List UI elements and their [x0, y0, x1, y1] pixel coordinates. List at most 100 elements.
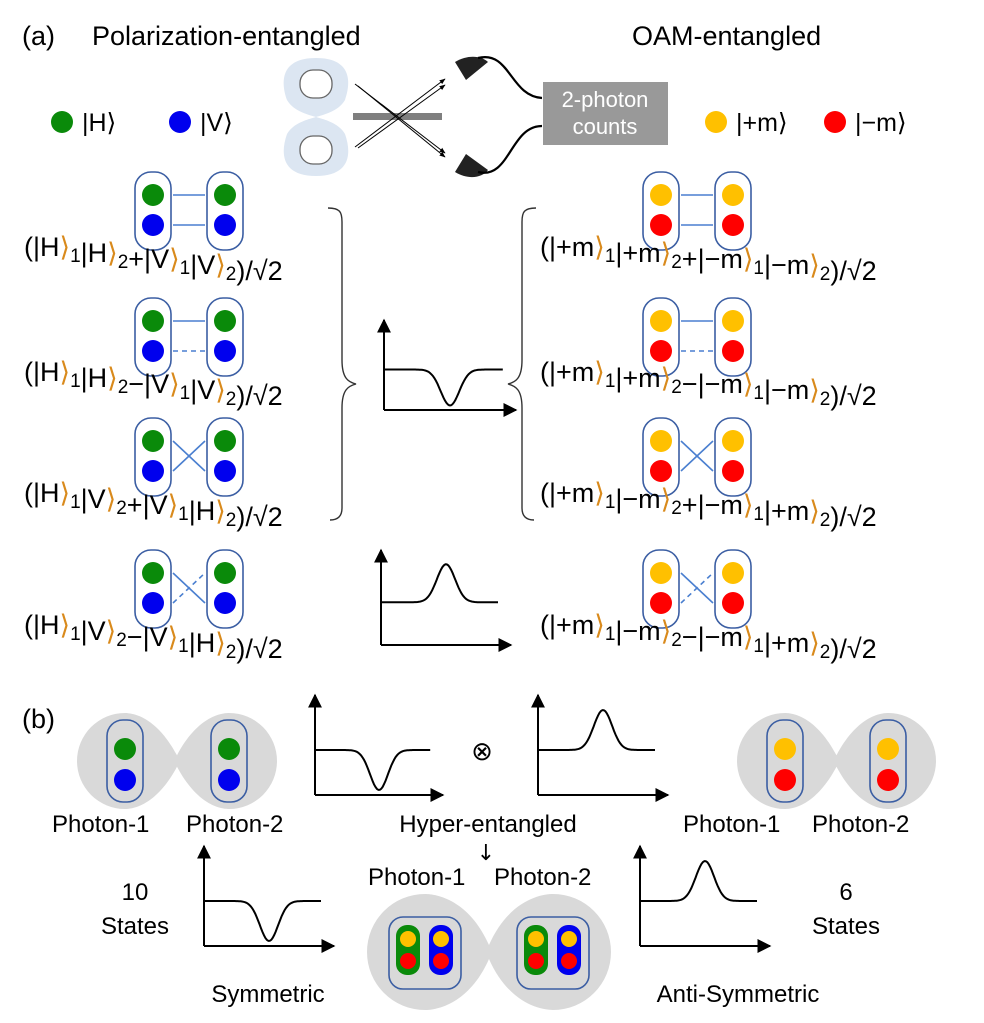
polarization-title: Polarization-entangled	[92, 21, 361, 51]
photon-1-bottom-dot	[142, 214, 164, 236]
peak-curve	[538, 709, 655, 751]
photon-1-capsule	[134, 297, 172, 377]
photon-2-capsule	[206, 549, 244, 629]
photon-1-bottom-dot	[142, 340, 164, 362]
photon-2-capsule	[714, 297, 752, 377]
antisymmetric-peak-graph	[374, 548, 513, 652]
b-dip-graph	[308, 693, 445, 802]
polarization-photon-pair	[77, 713, 277, 809]
legend-left: |H⟩ |V⟩	[51, 109, 233, 137]
state-icon	[642, 297, 752, 377]
photon-1-top-dot	[650, 310, 672, 332]
photon-2-capsule	[714, 417, 752, 497]
photon-pair-blob	[367, 894, 611, 1010]
minus-m-dot	[433, 953, 449, 969]
photon-1-bottom-dot	[142, 460, 164, 482]
photon-2-bottom-dot	[722, 592, 744, 614]
hyper-photon-2-label: Photon-2	[494, 864, 591, 891]
photon-2-bottom-dot	[214, 214, 236, 236]
b-peak-graph	[531, 693, 670, 802]
crystal-bottom-icon	[299, 135, 333, 165]
photon-2-top-dot	[722, 430, 744, 452]
minus-m-dot	[400, 953, 416, 969]
plus-m-dot	[561, 931, 577, 947]
source-setup: 2-photon counts	[283, 55, 668, 178]
state-icon	[134, 417, 244, 497]
photon-2-capsule	[869, 719, 907, 803]
antisymmetric-graph	[633, 844, 772, 953]
state-icon	[134, 549, 244, 629]
dip-curve	[204, 900, 321, 942]
photon-2-top-dot	[214, 310, 236, 332]
photon-1-top-dot	[650, 430, 672, 452]
h-dot-icon	[51, 111, 73, 133]
photon-1-capsule	[642, 549, 680, 629]
photon-2-bottom-dot	[722, 460, 744, 482]
photon-2-capsule	[714, 171, 752, 251]
link-cross-2-dashed	[680, 572, 714, 604]
photon-1-bottom-dot	[650, 592, 672, 614]
photon-2-top-dot	[722, 310, 744, 332]
photon-2-top-dot	[722, 184, 744, 206]
photon-1-bottom-dot	[650, 340, 672, 362]
photon-2-capsule	[714, 549, 752, 629]
plus-m-dot	[528, 931, 544, 947]
photon-1-top-dot	[142, 562, 164, 584]
photon-2-bottom-dot	[214, 592, 236, 614]
photon-1-capsule	[134, 417, 172, 497]
v-dot-icon	[169, 111, 191, 133]
photon-1-top-dot	[142, 310, 164, 332]
bottom-dot	[877, 769, 899, 791]
photon-2-outer-capsule	[516, 916, 590, 990]
photon-2-top-dot	[214, 430, 236, 452]
hyper-photon-1-label: Photon-1	[368, 864, 465, 891]
minus-m-dot	[528, 953, 544, 969]
anti-states-label: States	[812, 913, 880, 940]
oam-photon-1-label: Photon-1	[683, 811, 780, 838]
photon-1-bottom-dot	[650, 460, 672, 482]
pol-state-equation: (|H⟩1|V⟩2−|V⟩1|H⟩2)/√2	[24, 610, 283, 664]
top-dot	[114, 738, 136, 760]
link-cross-2	[172, 440, 206, 472]
photon-2-top-dot	[722, 562, 744, 584]
top-dot	[774, 738, 796, 760]
photon-1-top-dot	[650, 562, 672, 584]
photon-2-top-dot	[214, 562, 236, 584]
panel-b-label: (b)	[22, 704, 55, 734]
symmetric-label: Symmetric	[211, 981, 324, 1008]
plus-m-dot	[433, 931, 449, 947]
state-icon	[134, 297, 244, 377]
plus-m-dot	[400, 931, 416, 947]
link-cross-2	[680, 440, 714, 472]
down-arrow-icon: ↓	[477, 841, 495, 866]
photon-1-top-dot	[650, 184, 672, 206]
legend-h: |H⟩	[82, 109, 116, 137]
photon-2-bottom-dot	[722, 340, 744, 362]
sym-states-label: States	[101, 913, 169, 940]
photon-1-capsule	[134, 549, 172, 629]
crystal-top-icon	[299, 69, 333, 99]
legend-plus-m: |+m⟩	[736, 109, 788, 137]
legend-right: |+m⟩ |−m⟩	[705, 109, 907, 137]
photon-2-capsule	[206, 297, 244, 377]
state-icon	[134, 171, 244, 251]
pol-state-equation: (|H⟩1|H⟩2−|V⟩1|V⟩2)/√2	[24, 357, 283, 411]
oam-state-equation: (|+m⟩1|−m⟩2−|−m⟩1|+m⟩2)/√2	[540, 610, 877, 664]
photon-1-capsule	[766, 719, 804, 803]
photon-1-top-dot	[142, 430, 164, 452]
dip-curve	[315, 749, 431, 791]
minus-m-dot-icon	[824, 111, 846, 133]
legend-minus-m: |−m⟩	[855, 109, 907, 137]
detector-top-icon	[455, 56, 488, 80]
sym-count: 10	[122, 879, 149, 906]
brace-right-symmetric	[507, 207, 537, 521]
photon-2-bottom-dot	[214, 340, 236, 362]
oam-photon-2-label: Photon-2	[812, 811, 909, 838]
box-line-2: counts	[573, 114, 638, 139]
oam-photon-pair	[737, 713, 936, 809]
minus-m-dot	[561, 953, 577, 969]
symmetric-graph	[197, 844, 336, 953]
photon-1-capsule	[642, 297, 680, 377]
photon-2-top-dot	[214, 184, 236, 206]
